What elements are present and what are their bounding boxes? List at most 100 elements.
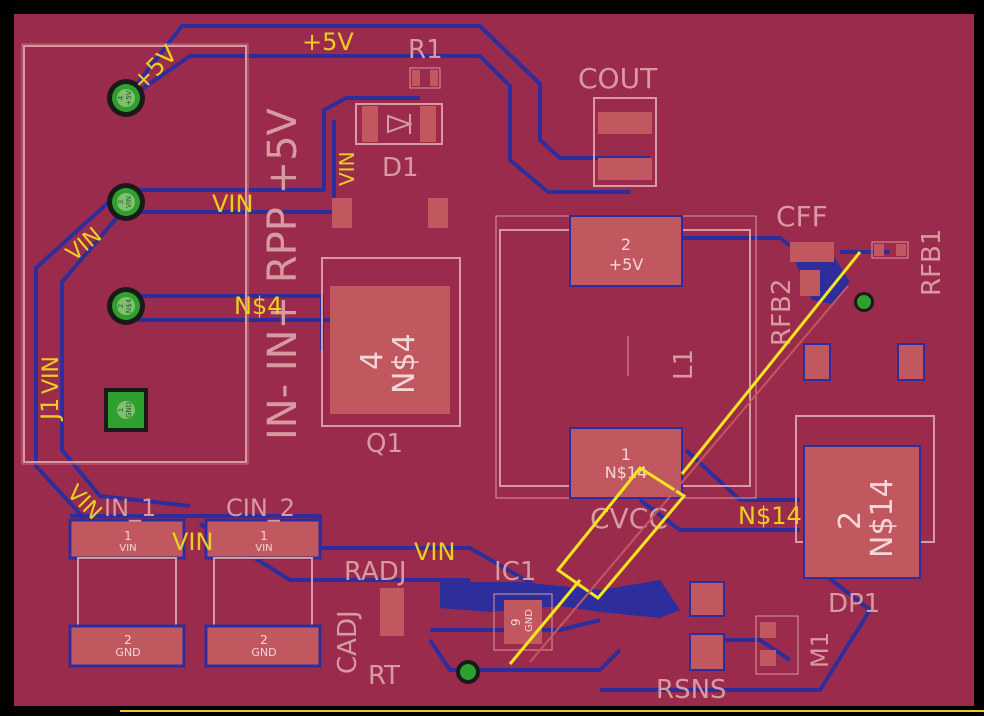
cout-ref: COUT: [578, 62, 658, 95]
d1-pad-r: [420, 106, 436, 142]
highlight-line-bottom: [508, 579, 582, 665]
d1-ref: D1: [382, 153, 419, 183]
cff-ref: CFF: [776, 200, 828, 233]
net-n14-right: N$14: [738, 502, 802, 530]
highlight-overlay: [508, 251, 862, 665]
highlight-line-top: [680, 251, 862, 475]
dp1-pad-net: N$14: [865, 478, 900, 558]
cin2-p2-num: 2: [260, 633, 268, 647]
trace-rsns: [720, 638, 792, 662]
j1-pin3-net: VIN: [125, 196, 133, 208]
cin1-p1-num: 1: [124, 529, 132, 543]
net-vin-pin3: VIN: [212, 190, 253, 218]
cin1-pad2: [68, 624, 186, 668]
radj-ref: RADJ: [344, 557, 407, 587]
j1-pin4-num: 4: [117, 95, 125, 100]
rsns-pad-bot: [689, 633, 725, 671]
trace-ic-low: [428, 638, 622, 672]
net-vin-caps: VIN: [172, 528, 213, 556]
ic1-ref: IC1: [494, 557, 536, 587]
cin1-p2-net: GND: [115, 646, 140, 659]
j1-silk-label: IN- IN+ RPP +5V: [260, 107, 306, 440]
net-n4-pin2: N$4: [234, 292, 283, 320]
j1-pin-labels: 4 +5V 3 VIN 2 N$4 1 GND: [117, 90, 133, 418]
j1-pin3-num: 3: [117, 200, 125, 204]
ic1-pad-net: GND: [524, 609, 535, 632]
rfb1-ref: RFB1: [917, 229, 947, 296]
cin1-ref: IN_1: [104, 494, 156, 522]
trace-vin-left-b: [60, 212, 191, 508]
rsns-ref: RSNS: [656, 675, 727, 705]
dp1-ref: DP1: [828, 589, 880, 619]
q1-pad-net: N$4: [387, 333, 422, 394]
trace-n14: [684, 448, 800, 502]
dp1-pad-num: 2: [833, 511, 868, 530]
dp1-pad: [803, 445, 921, 579]
l1-ref: L1: [669, 349, 699, 380]
cff-pad: [790, 242, 834, 262]
trace-l1-top: [680, 236, 792, 248]
j1-pin2-net: N$4: [125, 298, 133, 313]
l1-pad1-num: 1: [621, 445, 631, 464]
r1-pad-r: [430, 70, 438, 86]
cout-pad-top: [598, 112, 652, 134]
d1-body: [355, 103, 443, 145]
rt-pad: [380, 588, 404, 636]
m1-pad: [760, 622, 776, 638]
q1-body: [321, 257, 461, 427]
l1-pad1-net: N$14: [605, 463, 648, 482]
j1-outline: [23, 45, 247, 463]
cin2-pad2: [204, 624, 322, 668]
q1-pad: [330, 286, 450, 414]
rfb1-pad-l: [874, 244, 884, 256]
j1-pins: [104, 79, 148, 432]
rfb1-pad-r: [896, 244, 906, 256]
cin2-pad1: [204, 518, 322, 560]
net-vin-left-mid: VIN: [39, 356, 64, 394]
l1-pad2-num: 2: [621, 235, 631, 254]
trace-plus5v-inner: [124, 54, 630, 194]
m1-outline: [755, 615, 799, 675]
net-plus5v-top: +5V: [302, 28, 354, 56]
trace-plus5v: [124, 24, 650, 160]
j1-pin1-net: GND: [125, 402, 133, 418]
cadj-ref: CADJ: [333, 610, 363, 674]
dp1-tab-l: [803, 343, 831, 381]
j1-pin1-hole: [117, 401, 135, 419]
rt-ref: RT: [368, 661, 400, 691]
rfb2-pad: [800, 270, 820, 296]
m1-pad-2: [760, 650, 776, 666]
q1-tab-r: [428, 198, 448, 228]
cin2-ref: CIN_2: [226, 494, 295, 522]
j1-pin2-hole: [117, 297, 135, 315]
cin1-p1-net: VIN: [119, 543, 136, 554]
net-vin-ic: VIN: [414, 538, 455, 566]
cin1-p2-num: 2: [124, 633, 132, 647]
ratsnest-line: [529, 285, 849, 663]
net-vin-d1: VIN: [335, 151, 359, 186]
trace-n14-b: [638, 498, 800, 532]
trace-vin-pin3: [130, 96, 420, 192]
cout-outline: [593, 97, 657, 187]
highlight-box[interactable]: [555, 466, 687, 601]
j1-pin4-net: +5V: [125, 90, 133, 105]
cin2-p1-num: 1: [260, 529, 268, 543]
cin2-p1-net: VIN: [255, 543, 272, 554]
j1-outline-inner: [21, 43, 249, 465]
j1-ref: J1: [36, 398, 64, 422]
j1-pin2-num: 2: [117, 304, 125, 308]
q1-pad-num: 4: [355, 351, 390, 370]
l1-pad2: [569, 215, 683, 287]
via-rfb-fill: [857, 295, 871, 309]
rfb1-pad: [871, 241, 909, 259]
j1-pin4-hole: [117, 89, 135, 107]
via-ic1-fill: [460, 664, 476, 680]
d1-pad-l: [362, 106, 378, 142]
ic1-epad: [504, 600, 542, 644]
trace-dp1-m1: [600, 558, 872, 692]
cin2-p2-net: GND: [251, 646, 276, 659]
rsns-pad-top: [689, 581, 725, 617]
d1-symbol: [387, 114, 413, 134]
q1-ref: Q1: [366, 429, 403, 459]
